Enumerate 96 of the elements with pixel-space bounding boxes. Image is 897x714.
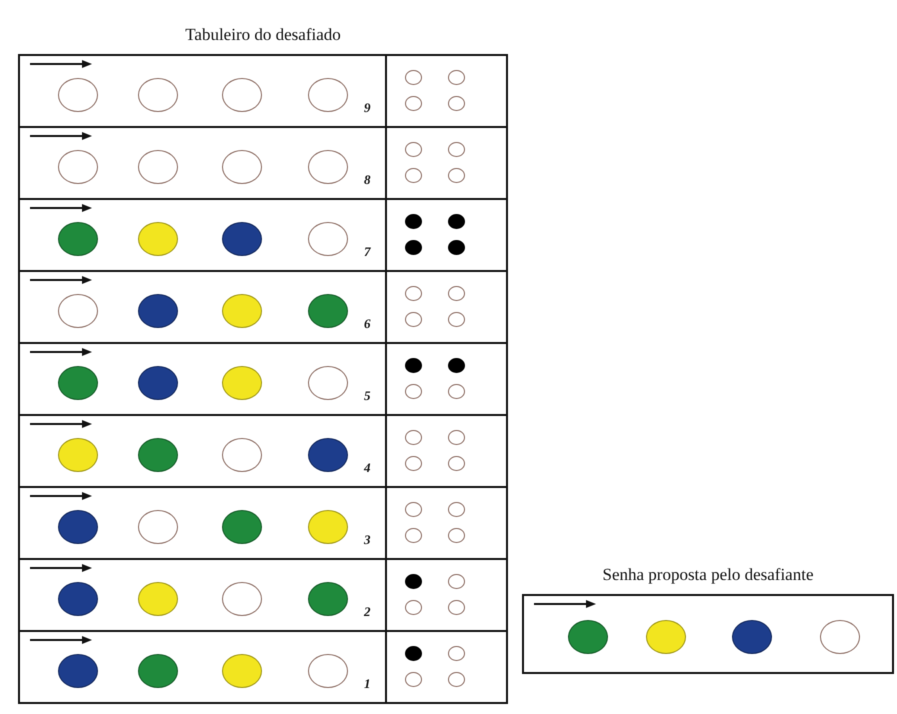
feedback-peg xyxy=(448,600,465,615)
code-peg xyxy=(222,150,262,184)
feedback-peg xyxy=(448,528,465,543)
code-peg xyxy=(732,620,772,654)
feedback-peg xyxy=(448,672,465,687)
guess-row xyxy=(18,198,508,272)
code-peg xyxy=(308,294,348,328)
guess-row xyxy=(18,270,508,344)
code-peg xyxy=(58,582,98,616)
feedback-peg xyxy=(405,600,422,615)
feedback-peg xyxy=(405,502,422,517)
code-peg xyxy=(58,150,98,184)
feedback-peg xyxy=(448,96,465,111)
code-peg xyxy=(308,150,348,184)
code-peg xyxy=(308,222,348,256)
feedback-peg xyxy=(405,574,422,589)
guess-row xyxy=(18,486,508,560)
code-peg xyxy=(58,294,98,328)
code-peg xyxy=(222,366,262,400)
row-number: 5 xyxy=(364,388,370,404)
board-title: Senha proposta pelo desafiante xyxy=(601,564,814,586)
code-peg xyxy=(222,222,262,256)
code-peg xyxy=(58,78,98,112)
code-peg xyxy=(58,222,98,256)
feedback-peg xyxy=(405,358,422,373)
code-peg xyxy=(820,620,860,654)
feedback-peg xyxy=(405,142,422,157)
row-number: 1 xyxy=(364,676,370,692)
row-number: 7 xyxy=(364,244,370,260)
row-number: 6 xyxy=(364,316,370,332)
row-number: 3 xyxy=(364,532,370,548)
code-peg xyxy=(222,438,262,472)
code-peg xyxy=(222,294,262,328)
code-peg xyxy=(58,438,98,472)
code-peg xyxy=(308,438,348,472)
feedback-peg xyxy=(448,312,465,327)
guess-row xyxy=(18,630,508,704)
feedback-peg xyxy=(448,240,465,255)
row-number: 4 xyxy=(364,460,370,476)
feedback-peg xyxy=(405,672,422,687)
feedback-peg xyxy=(448,142,465,157)
feedback-peg xyxy=(405,528,422,543)
feedback-peg xyxy=(405,286,422,301)
feedback-peg xyxy=(448,430,465,445)
code-peg xyxy=(138,438,178,472)
code-peg xyxy=(138,510,178,544)
feedback-peg xyxy=(405,430,422,445)
code-peg xyxy=(222,582,262,616)
feedback-peg xyxy=(448,646,465,661)
guess-row xyxy=(18,342,508,416)
code-peg xyxy=(58,654,98,688)
code-peg xyxy=(308,582,348,616)
guess-row xyxy=(18,126,508,200)
feedback-peg xyxy=(448,502,465,517)
code-peg xyxy=(308,366,348,400)
feedback-peg xyxy=(405,312,422,327)
code-peg xyxy=(568,620,608,654)
code-peg xyxy=(138,294,178,328)
code-peg xyxy=(222,510,262,544)
feedback-peg xyxy=(448,456,465,471)
feedback-peg xyxy=(448,70,465,85)
feedback-peg xyxy=(405,214,422,229)
code-peg xyxy=(138,78,178,112)
guess-row xyxy=(18,558,508,632)
feedback-peg xyxy=(405,240,422,255)
feedback-peg xyxy=(405,96,422,111)
row-number: 2 xyxy=(364,604,370,620)
row-number: 8 xyxy=(364,172,370,188)
feedback-peg xyxy=(405,168,422,183)
code-peg xyxy=(138,582,178,616)
feedback-peg xyxy=(448,286,465,301)
feedback-peg xyxy=(405,384,422,399)
feedback-peg xyxy=(448,214,465,229)
feedback-peg xyxy=(448,384,465,399)
guess-row xyxy=(18,414,508,488)
feedback-peg xyxy=(448,574,465,589)
code-peg xyxy=(138,222,178,256)
code-peg xyxy=(222,78,262,112)
feedback-peg xyxy=(448,358,465,373)
code-peg xyxy=(308,510,348,544)
code-peg xyxy=(308,654,348,688)
row-number: 9 xyxy=(364,100,370,116)
board-title: Tabuleiro do desafiado xyxy=(184,24,342,46)
code-peg xyxy=(646,620,686,654)
code-peg xyxy=(222,654,262,688)
code-peg xyxy=(138,366,178,400)
code-peg xyxy=(58,366,98,400)
feedback-peg xyxy=(405,646,422,661)
code-peg xyxy=(308,78,348,112)
code-peg xyxy=(138,654,178,688)
feedback-peg xyxy=(448,168,465,183)
feedback-peg xyxy=(405,456,422,471)
code-peg xyxy=(58,510,98,544)
guess-row xyxy=(18,54,508,128)
code-peg xyxy=(138,150,178,184)
feedback-peg xyxy=(405,70,422,85)
